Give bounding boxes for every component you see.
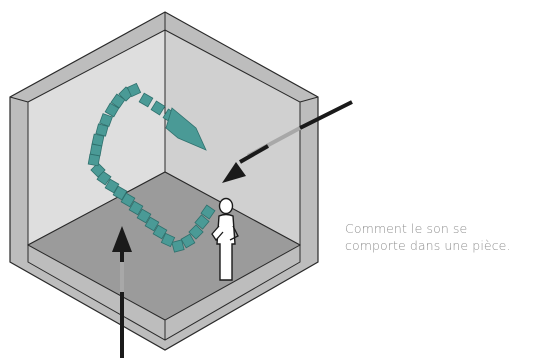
sound-block	[136, 208, 152, 224]
sound-block	[104, 102, 120, 118]
sound-block	[138, 92, 154, 108]
sound-block	[188, 224, 204, 240]
incoming-sound-line-inside-dark	[239, 144, 269, 164]
sound-block	[90, 162, 106, 178]
right-wall-thickness	[299, 96, 319, 103]
sound-block	[99, 113, 113, 127]
arrow-icon	[112, 226, 132, 252]
sound-block	[152, 224, 168, 240]
sound-block	[87, 153, 101, 167]
diagram-caption: Comment le son se comporte dans une pièc…	[345, 220, 545, 254]
sound-block	[144, 216, 160, 232]
incoming-sound-line-outside	[299, 100, 353, 130]
sound-block	[180, 233, 196, 249]
sound-block	[171, 239, 185, 253]
sound-path-arrowhead	[165, 107, 207, 151]
sound-block	[110, 93, 126, 109]
sound-block	[120, 192, 136, 208]
caption-line-2: comporte dans une pièce.	[345, 238, 511, 253]
sound-block	[91, 133, 105, 147]
person-icon	[211, 197, 239, 281]
sound-block	[126, 82, 142, 98]
left-wall-thickness	[9, 96, 29, 103]
sound-block	[160, 232, 176, 248]
sound-block	[104, 178, 120, 194]
sound-block	[194, 214, 210, 230]
arrow-icon	[222, 162, 246, 183]
sound-block	[200, 204, 216, 220]
sound-block	[112, 185, 128, 201]
sound-reflection-path	[87, 82, 216, 253]
sound-block	[128, 200, 144, 216]
sound-block	[95, 123, 109, 137]
caption-line-1: Comment le son se	[345, 221, 468, 236]
sound-block	[150, 100, 166, 116]
